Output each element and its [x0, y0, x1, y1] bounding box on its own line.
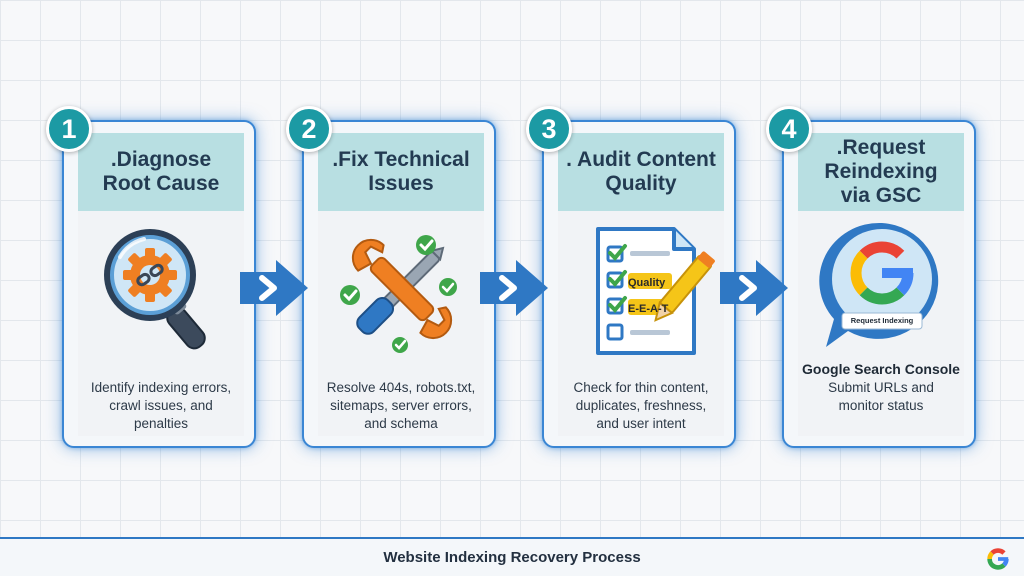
step-2-card: .Fix Technical Issues	[302, 120, 496, 448]
quality-tag: Quality	[628, 277, 666, 289]
step-2-description: Resolve 404s, robots.txt, sitemaps, serv…	[326, 380, 476, 431]
footer-bar: Website Indexing Recovery Process	[0, 537, 1024, 576]
step-1-badge: 1	[46, 106, 92, 152]
step-2-title: .Fix Technical Issues	[332, 148, 470, 195]
gsc-console-label: Google Search Console	[802, 361, 960, 377]
google-logo-icon	[987, 548, 1009, 570]
checklist-pencil-icon	[596, 227, 715, 355]
gsc-bubble	[819, 222, 939, 347]
step-3-title: . Audit Content Quality	[566, 148, 716, 195]
request-indexing-button: Request Indexing	[850, 316, 914, 325]
step-1-body: Identify indexing errors, crawl issues, …	[78, 211, 244, 436]
step-3-body: Quality E-E-A-T Check for thin content, …	[558, 211, 724, 436]
step-2-body: Resolve 404s, robots.txt, sitemaps, serv…	[318, 211, 484, 436]
step-3-header: . Audit Content Quality	[558, 133, 724, 211]
step-2-badge: 2	[286, 106, 332, 152]
step-3-badge: 3	[526, 106, 572, 152]
step-4-badge: 4	[766, 106, 812, 152]
arrow-right-icon	[480, 260, 548, 316]
arrow-right-icon	[720, 260, 788, 316]
step-1-title: .Diagnose Root Cause	[102, 148, 220, 195]
footer-title: Website Indexing Recovery Process	[383, 549, 641, 566]
step-4-title: .Request Reindexing via GSC	[824, 136, 938, 207]
step-4-description: Submit URLs and monitor status	[828, 380, 934, 413]
google-logo-icon	[850, 241, 914, 305]
step-3-card: . Audit Content Quality	[542, 120, 736, 448]
magnifier-gear-icon	[104, 229, 206, 350]
step-4-header: .Request Reindexing via GSC	[798, 133, 964, 211]
wrench-screwdriver-icon	[340, 235, 457, 353]
step-4-body: Request Indexing Google Search Console S…	[798, 211, 964, 436]
step-1-header: .Diagnose Root Cause	[78, 133, 244, 211]
step-1-description: Identify indexing errors, crawl issues, …	[90, 380, 232, 431]
arrow-right-icon	[240, 260, 308, 316]
check-icons	[340, 235, 457, 353]
step-1-card: .Diagnose Root Cause	[62, 120, 256, 448]
eeat-tag: E-E-A-T	[628, 303, 669, 315]
step-2-header: .Fix Technical Issues	[318, 133, 484, 211]
step-3-description: Check for thin content, duplicates, fres…	[573, 380, 709, 431]
step-4-card: .Request Reindexing via GSC Request Inde…	[782, 120, 976, 448]
